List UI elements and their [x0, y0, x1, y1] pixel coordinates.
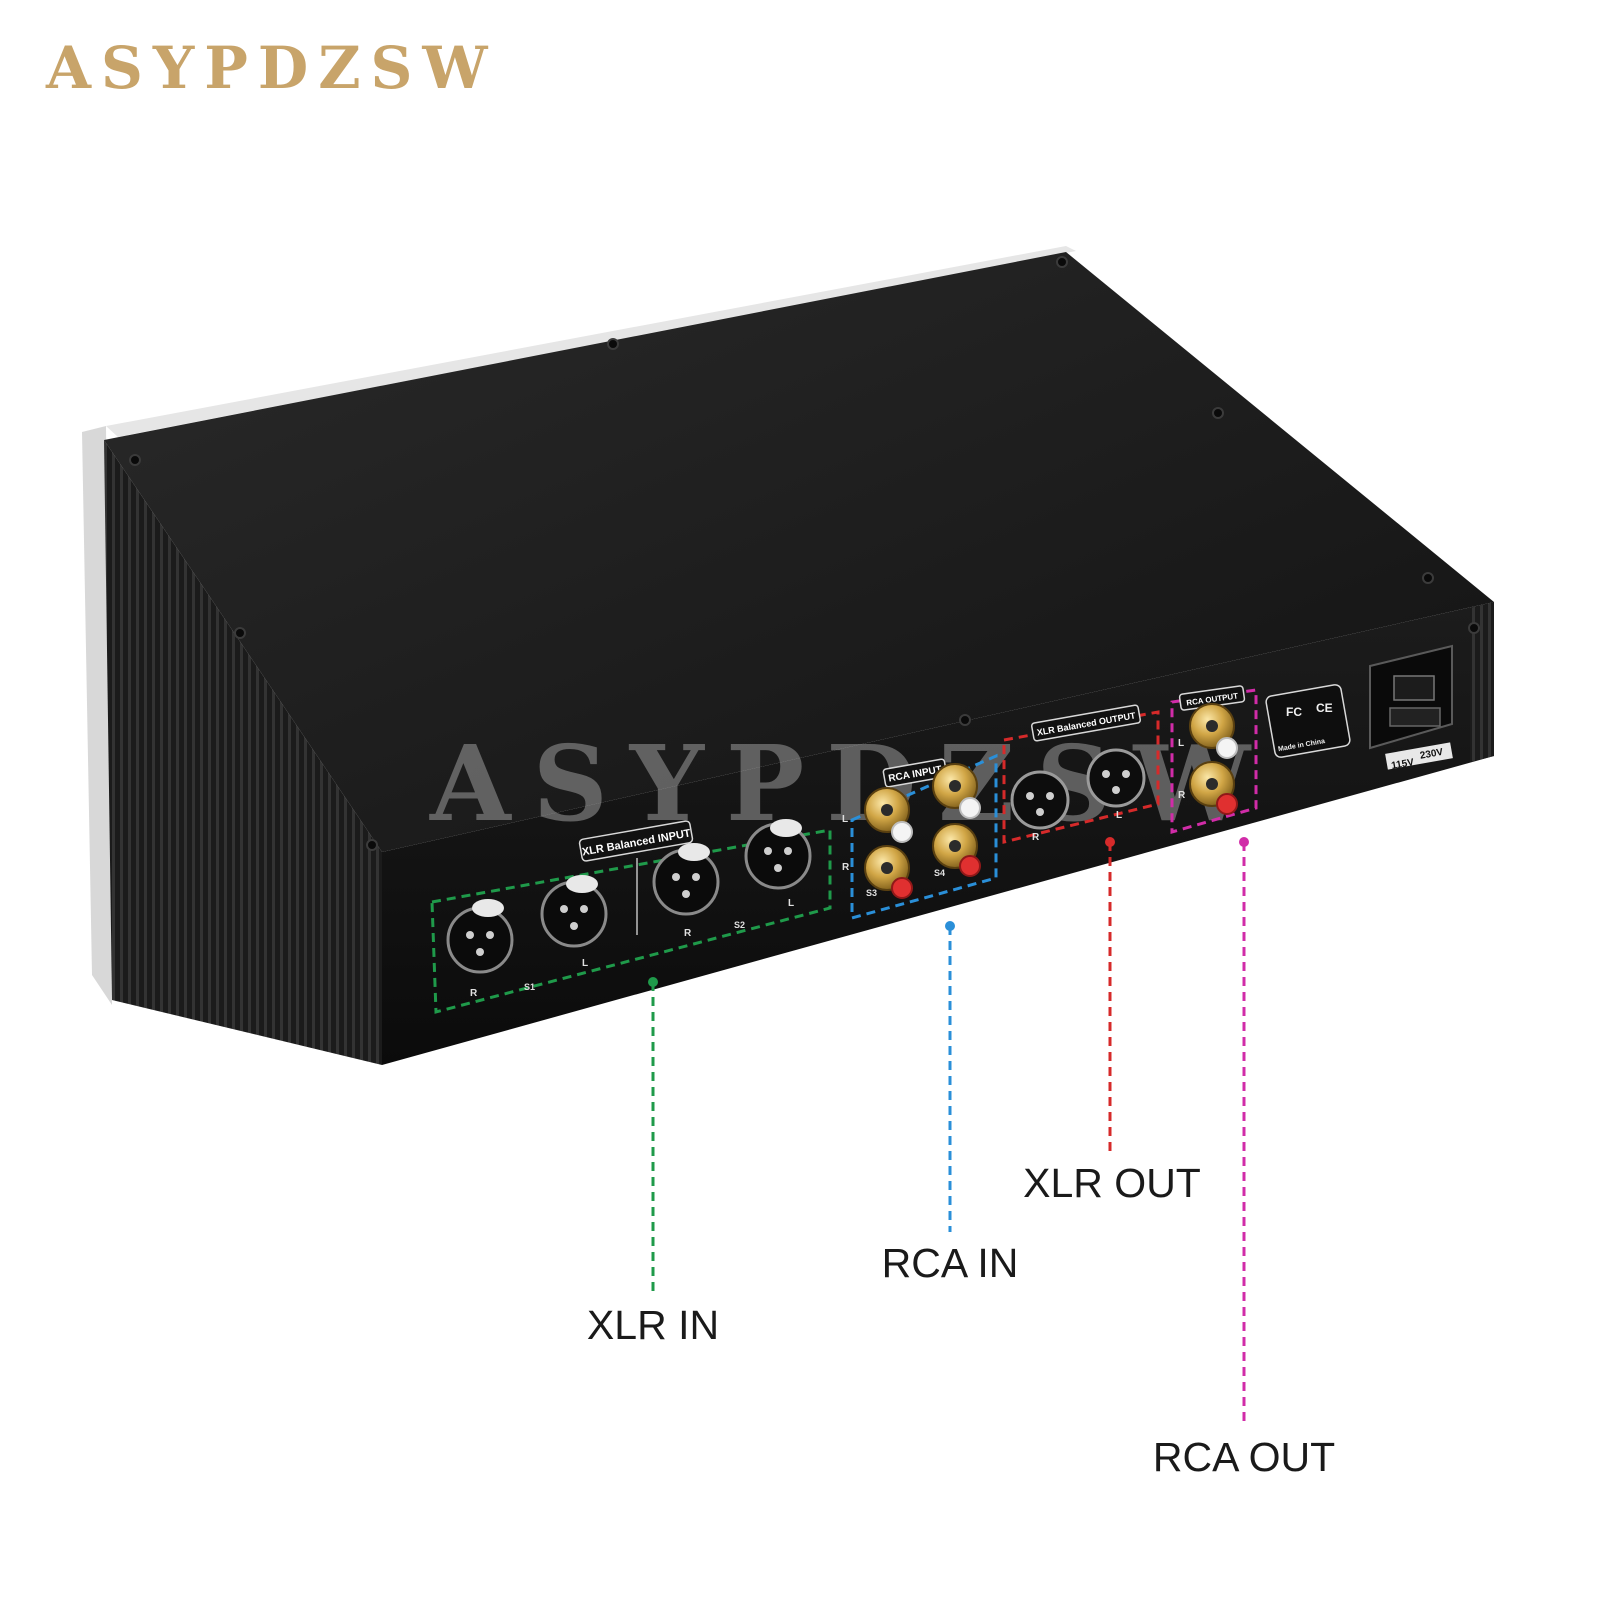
rca-input-group: RCA INPUT L R S3 S4: [842, 753, 998, 920]
xlr-input-s1: S1: [524, 982, 535, 992]
rca-output-l: L: [1178, 738, 1184, 749]
xlr-output-group: XLR Balanced OUTPUT R L: [1002, 704, 1160, 844]
xlr-input-jack[interactable]: [446, 906, 514, 974]
ce-mark: CE: [1316, 701, 1333, 715]
certification-badge: FC CE Made in China: [1265, 684, 1351, 758]
front-panel-top-edge: [106, 246, 1076, 437]
xlr-output-l: L: [1116, 810, 1122, 821]
rca-input-l: L: [842, 814, 848, 825]
rca-output-r: R: [1178, 790, 1186, 801]
rca-input-r: R: [842, 862, 850, 873]
xlr-output-r: R: [1032, 832, 1040, 843]
callout-dots: [648, 837, 1249, 987]
watermark: ASYPDZSW: [429, 722, 1272, 845]
callout-lines: [651, 842, 1246, 1424]
xlr-output-jack[interactable]: [1010, 770, 1070, 830]
xlr-input-group: XLR Balanced INPUT R L S1 R L S2: [430, 819, 832, 1014]
fc-mark: FC: [1286, 705, 1302, 719]
top-screws: [129, 256, 1480, 851]
chassis-top-cover: [104, 252, 1494, 852]
xlr-input-l2: L: [788, 898, 794, 909]
rca-output-group: RCA OUTPUT L R: [1170, 685, 1258, 834]
front-panel-edge: [82, 426, 112, 1005]
power-inlet[interactable]: 115V 230V: [1369, 644, 1453, 772]
fuse-drawer[interactable]: [1389, 707, 1441, 727]
xlr-input-r1: R: [470, 988, 478, 999]
callout-rca-in: RCA IN: [881, 1240, 1019, 1286]
callout-xlr-in: XLR IN: [586, 1302, 720, 1348]
xlr-input-l1: L: [582, 958, 588, 969]
right-side-heatsink: [1470, 602, 1494, 762]
brand-logo: ASYPDZSW: [46, 34, 498, 102]
xlr-input-r2: R: [684, 928, 692, 939]
rca-input-s4: S4: [934, 868, 945, 878]
voltage-230: 230V: [1419, 747, 1444, 762]
callout-rca-out: RCA OUT: [1152, 1434, 1336, 1480]
xlr-output-jack[interactable]: [1086, 748, 1146, 808]
xlr-input-s2: S2: [734, 920, 745, 930]
voltage-115: 115V: [1390, 757, 1415, 772]
left-side-heatsink: [104, 440, 382, 1065]
callout-xlr-out: XLR OUT: [1023, 1160, 1201, 1206]
rca-input-s3: S3: [866, 888, 877, 898]
